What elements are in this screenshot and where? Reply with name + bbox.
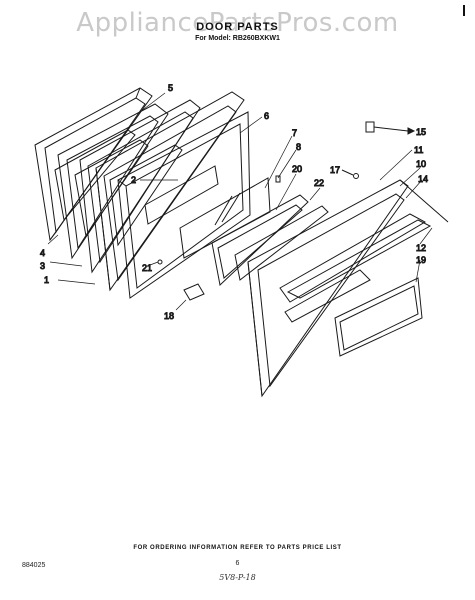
document-number: 884025 bbox=[22, 562, 46, 569]
callout-22: 22 bbox=[314, 178, 324, 188]
part-screw bbox=[341, 169, 359, 179]
callout-14: 14 bbox=[418, 174, 428, 184]
callout-2: 2 bbox=[131, 175, 136, 185]
callout-5: 5 bbox=[168, 83, 173, 93]
callout-3: 3 bbox=[40, 261, 45, 271]
part-window-frame bbox=[57, 103, 169, 260]
callout-18: 18 bbox=[164, 311, 174, 321]
edge-mark bbox=[463, 5, 465, 16]
part-inner-panel bbox=[117, 111, 251, 299]
callout-15: 15 bbox=[416, 127, 426, 137]
page-title: DOOR PARTS bbox=[196, 21, 279, 33]
callout-12: 12 bbox=[416, 243, 426, 253]
revision-mark: 5V8-P-18 bbox=[219, 573, 256, 582]
callout-21: 21 bbox=[142, 263, 152, 273]
part-8 bbox=[275, 175, 281, 183]
leader-lines bbox=[47, 92, 433, 311]
callout-19: 19 bbox=[416, 255, 426, 265]
part-seal-frame bbox=[234, 205, 329, 281]
part-bracket bbox=[183, 283, 205, 301]
callout-11: 11 bbox=[414, 145, 423, 155]
part-lower-glass bbox=[334, 277, 423, 357]
part-outer-door bbox=[247, 179, 449, 398]
part-gasket bbox=[211, 194, 309, 286]
part-door-glass bbox=[179, 177, 271, 259]
callout-17: 17 bbox=[330, 165, 340, 175]
page-number: 6 bbox=[235, 560, 240, 567]
callout-1: 1 bbox=[44, 275, 49, 285]
callout-4: 4 bbox=[40, 248, 45, 258]
callout-8: 8 bbox=[296, 142, 301, 152]
callout-10: 10 bbox=[416, 159, 426, 169]
callout-6: 6 bbox=[264, 111, 269, 121]
callout-7: 7 bbox=[292, 128, 297, 138]
part-clip bbox=[365, 121, 416, 135]
watermark: AppliancePartsPros.com bbox=[76, 8, 399, 38]
ordering-info: FOR ORDERING INFORMATION REFER TO PARTS … bbox=[133, 545, 342, 551]
part-rear-frame bbox=[34, 87, 153, 242]
part-liner bbox=[95, 91, 245, 292]
part-21 bbox=[157, 259, 163, 265]
callout-20: 20 bbox=[292, 164, 302, 174]
model-number: For Model: RB260BXKW1 bbox=[195, 35, 280, 42]
part-inner-frame bbox=[79, 99, 201, 274]
